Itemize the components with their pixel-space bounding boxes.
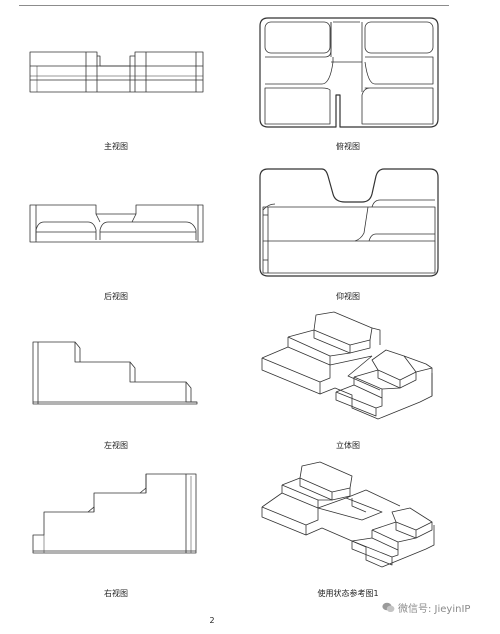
watermark: 微信号: JieyinIP (382, 600, 470, 615)
caption-front-view: 主视图 (104, 142, 128, 151)
front-view-drawing (29, 51, 204, 93)
caption-top-view: 俯视图 (336, 142, 360, 151)
caption-right-view: 右视图 (104, 589, 128, 598)
caption-left-view: 左视图 (104, 441, 128, 450)
watermark-text: 微信号: JieyinIP (398, 604, 471, 615)
page-number: 2 (209, 616, 215, 625)
caption-usage-view: 使用状态参考图1 (317, 589, 379, 598)
wechat-icon (382, 602, 395, 612)
usage-view-drawing (261, 461, 435, 568)
header-rule (19, 5, 449, 6)
top-view-drawing (259, 17, 439, 128)
right-view-drawing (32, 473, 197, 554)
left-view-drawing (32, 341, 198, 405)
bottom-view-drawing (259, 168, 439, 277)
caption-rear-view: 后视图 (104, 292, 128, 301)
caption-bottom-view: 仰视图 (336, 292, 360, 301)
caption-perspective-view: 立体图 (336, 441, 360, 450)
rear-view-drawing (29, 204, 204, 243)
perspective-view-drawing (261, 311, 433, 420)
